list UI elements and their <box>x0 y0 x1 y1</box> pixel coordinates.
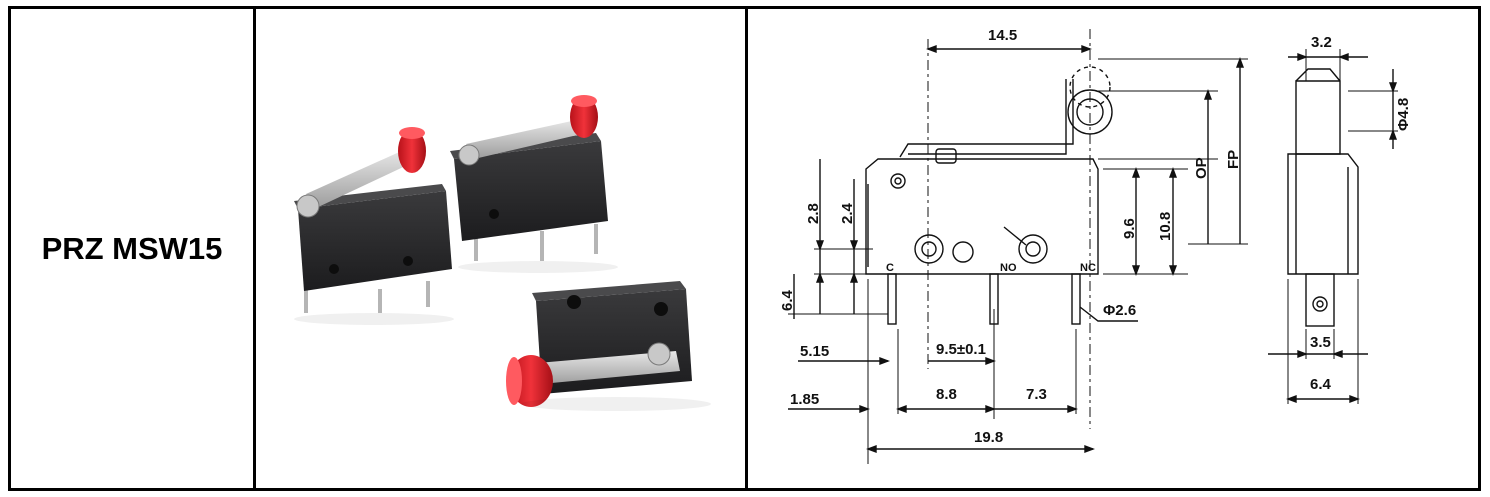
dim-3-5: 3.5 <box>1310 334 1331 351</box>
dim-6-4-side: 6.4 <box>1310 376 1332 393</box>
dim-3-2: 3.2 <box>1311 34 1332 51</box>
front-view <box>788 29 1248 464</box>
model-name: PRZ MSW15 <box>41 230 223 266</box>
dim-9-6: 9.6 <box>1121 218 1138 239</box>
switch-left <box>294 127 452 313</box>
side-view <box>1268 49 1398 404</box>
switch-top <box>450 95 608 261</box>
dim-7-3: 7.3 <box>1026 386 1047 403</box>
pin-no-label: NO <box>1000 262 1017 274</box>
dim-10-8: 10.8 <box>1157 212 1174 241</box>
product-table: PRZ MSW15 <box>8 6 1481 491</box>
product-photo <box>294 95 711 411</box>
op-label: OP <box>1193 157 1210 179</box>
dim-8-8: 8.8 <box>936 386 957 403</box>
dimension-drawing: 14.5 2.8 2.4 6.4 9.6 10.8 OP FP Φ2.6 5.1… <box>779 27 1412 464</box>
dim-5-15: 5.15 <box>800 343 829 360</box>
dim-phi-4-8: Φ4.8 <box>1395 98 1412 131</box>
pin-c-label: C <box>886 262 894 274</box>
dim-phi-2-6: Φ2.6 <box>1103 302 1136 319</box>
product-photo-cell <box>256 9 748 488</box>
dim-pitch: 9.5±0.1 <box>936 341 986 358</box>
dim-14-5: 14.5 <box>988 27 1017 44</box>
pin-nc-label: NC <box>1080 262 1096 274</box>
technical-drawing-cell: 14.5 2.8 2.4 6.4 9.6 10.8 OP FP Φ2.6 5.1… <box>748 9 1478 488</box>
dim-6-4: 6.4 <box>779 289 796 311</box>
dim-2-4: 2.4 <box>839 202 856 224</box>
switch-bottom <box>506 281 692 407</box>
dim-2-8: 2.8 <box>805 203 822 224</box>
fp-label: FP <box>1225 150 1242 169</box>
dim-1-85: 1.85 <box>790 391 819 408</box>
model-cell: PRZ MSW15 <box>11 9 256 488</box>
dim-19-8: 19.8 <box>974 429 1003 446</box>
